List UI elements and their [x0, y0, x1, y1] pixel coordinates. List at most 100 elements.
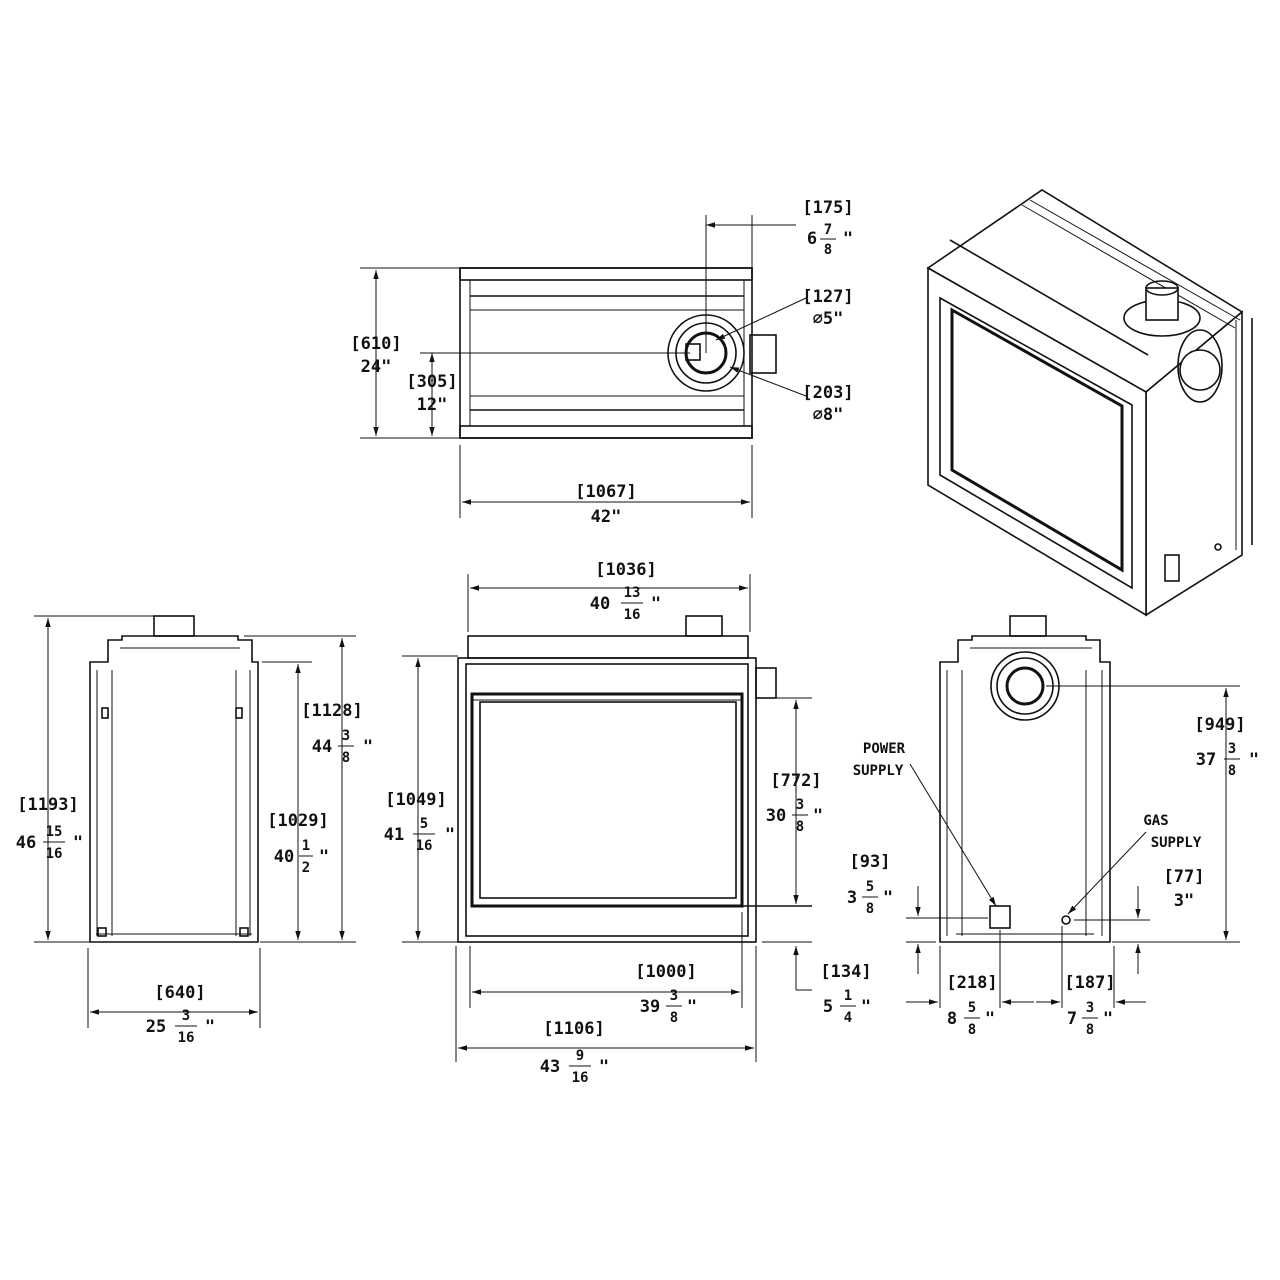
front-height-in-den: 16 — [416, 838, 433, 854]
side-depth-mm: [640] — [154, 983, 205, 1003]
svg-text:": " — [813, 806, 823, 826]
gas-supply-inlet — [1061, 915, 1071, 925]
front-view-glass — [470, 692, 744, 908]
top-depth-in: 24" — [361, 357, 392, 377]
front-base-in-num: 1 — [844, 988, 852, 1004]
svg-text:": " — [1249, 750, 1259, 770]
side-height-in-whole: 46 — [16, 833, 36, 853]
svg-text:": " — [985, 1009, 995, 1029]
front-top-width-in-whole: 40 — [590, 594, 610, 614]
rear-vent-in-den: 8 — [1228, 763, 1236, 779]
rear-view-body — [939, 635, 1111, 943]
front-overall-in-den: 16 — [572, 1070, 589, 1086]
front-top-width-in-den: 16 — [624, 607, 641, 623]
top-width-mm: [1067] — [575, 482, 636, 502]
front-top-width-in-num: 13 — [624, 585, 641, 601]
front-height-in-whole: 41 — [384, 825, 404, 845]
side-top-in-den: 8 — [342, 750, 350, 766]
rear-vent-flue — [1005, 666, 1045, 706]
svg-text:": " — [861, 997, 871, 1017]
front-height-in-num: 5 — [420, 816, 428, 832]
front-glass-in-den: 8 — [670, 1010, 678, 1026]
power-label-2: SUPPLY — [853, 763, 904, 779]
top-view-side-vent — [749, 334, 777, 374]
side-height-mm: [1193] — [17, 795, 78, 815]
gas-height-mm: [77] — [1164, 867, 1205, 887]
svg-text:": " — [205, 1017, 215, 1037]
gas-label-2: SUPPLY — [1151, 835, 1202, 851]
top-offset-in-num: 7 — [824, 222, 832, 238]
side-depth-in-num: 3 — [182, 1008, 190, 1024]
front-glass-mm: [1000] — [635, 962, 696, 982]
side-depth-in-den: 16 — [178, 1030, 195, 1046]
front-base-mm: [134] — [820, 962, 871, 982]
top-half-mm: [305] — [406, 372, 457, 392]
front-top-width-mm: [1036] — [595, 560, 656, 580]
isometric-view — [926, 189, 1253, 617]
front-overall-in-whole: 43 — [540, 1057, 560, 1077]
power-x-mm: [218] — [946, 973, 997, 993]
side-view: [1193] 46 15 16 " [1128] 44 3 8 " [1029]… — [16, 615, 373, 1046]
power-x-in-num: 5 — [968, 1000, 976, 1016]
front-base-in-den: 4 — [844, 1010, 852, 1026]
power-label-1: POWER — [863, 741, 906, 757]
outer-diameter-in: ∅8" — [813, 405, 844, 425]
gas-x-mm: [187] — [1064, 973, 1115, 993]
top-depth-mm: [610] — [350, 334, 401, 354]
svg-text:": " — [687, 997, 697, 1017]
side-frame-mm: [1029] — [267, 811, 328, 831]
power-height-mm: [93] — [850, 852, 891, 872]
front-base-in-whole: 5 — [823, 997, 833, 1017]
front-overall-mm: [1106] — [543, 1019, 604, 1039]
svg-text:": " — [843, 229, 853, 249]
svg-text:": " — [445, 825, 455, 845]
svg-text:": " — [599, 1057, 609, 1077]
gas-label-1: GAS — [1143, 813, 1168, 829]
rear-vent-in-num: 3 — [1228, 741, 1236, 757]
front-vent-mm: [772] — [770, 771, 821, 791]
rear-vent-in-whole: 37 — [1196, 750, 1216, 770]
rear-vent-mm: [949] — [1194, 715, 1245, 735]
side-frame-in-num: 1 — [302, 838, 310, 854]
side-frame-in-den: 2 — [302, 860, 310, 876]
front-view-frame — [457, 657, 757, 943]
gas-x-in-num: 3 — [1086, 1000, 1094, 1016]
power-height-in-num: 5 — [866, 879, 874, 895]
side-top-in-num: 3 — [342, 728, 350, 744]
svg-text:": " — [319, 847, 329, 867]
power-x-in-whole: 8 — [947, 1009, 957, 1029]
power-height-in-whole: 3 — [847, 888, 857, 908]
side-top-in-whole: 44 — [312, 737, 332, 757]
rear-view: POWER SUPPLY GAS SUPPLY [949] 37 3 8 " [… — [847, 615, 1259, 1038]
power-height-in-den: 8 — [866, 901, 874, 917]
front-vent-in-num: 3 — [796, 797, 804, 813]
gas-x-in-whole: 7 — [1067, 1009, 1077, 1029]
front-glass-in-whole: 39 — [640, 997, 660, 1017]
front-glass-in-num: 3 — [670, 988, 678, 1004]
svg-text:": " — [363, 737, 373, 757]
svg-text:": " — [73, 833, 83, 853]
side-view-body — [89, 635, 259, 943]
svg-text:": " — [651, 594, 661, 614]
top-width-in: 42" — [591, 507, 622, 527]
top-offset-in-den: 8 — [824, 242, 832, 258]
front-height-mm: [1049] — [385, 790, 446, 810]
side-top-mm: [1128] — [301, 701, 362, 721]
top-half-in: 12" — [417, 395, 448, 415]
gas-height-in: 3" — [1174, 891, 1194, 911]
svg-text:": " — [883, 888, 893, 908]
front-view: [1036] 40 13 16 " [1049] 41 5 16 " [772]… — [384, 560, 872, 1086]
inner-diameter-in: ∅5" — [813, 309, 844, 329]
svg-text:": " — [1103, 1009, 1113, 1029]
side-frame-in-whole: 40 — [274, 847, 294, 867]
gas-x-in-den: 8 — [1086, 1022, 1094, 1038]
inner-diameter-mm: [127] — [802, 287, 853, 307]
front-view-side-vent — [755, 667, 777, 699]
side-height-in-num: 15 — [46, 824, 63, 840]
side-height-in-den: 16 — [46, 846, 63, 862]
front-overall-in-num: 9 — [576, 1048, 584, 1064]
top-offset-mm: [175] — [802, 198, 853, 218]
power-x-in-den: 8 — [968, 1022, 976, 1038]
top-view: [175] 6 7 8 " [127] ∅5" [203] ∅8" [610] … — [350, 198, 853, 527]
